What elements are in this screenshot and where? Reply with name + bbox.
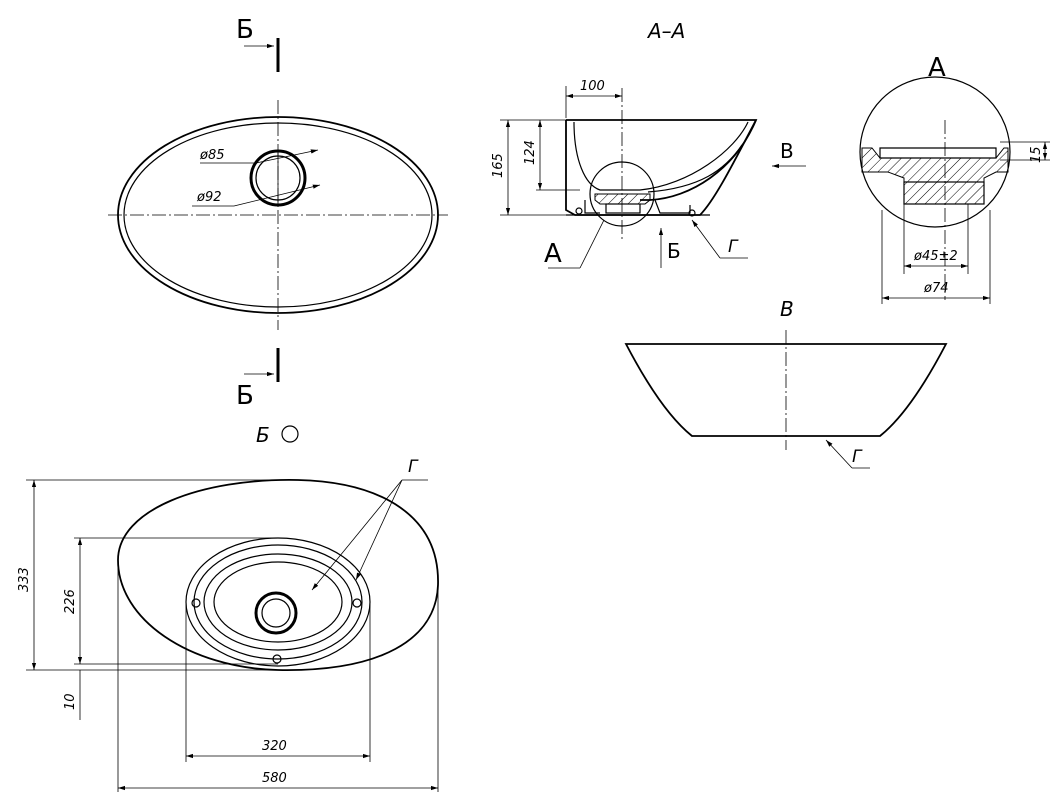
dim-124: 124 (523, 140, 538, 165)
dim-d74: ø74 (923, 281, 949, 296)
detail-a-title: А (928, 53, 946, 83)
dim-320: 320 (262, 739, 287, 754)
dim-165: 165 (491, 153, 506, 178)
detail-a-callout: А (544, 239, 562, 269)
view-b: Б Г 333 226 10 320 580 (17, 423, 439, 792)
dim-d92: ø92 (196, 190, 222, 205)
section-b-top-label: Б (236, 15, 254, 45)
leader-g-3: Г (852, 447, 863, 467)
view-b-title: Б (256, 423, 270, 447)
section-aa: А–А 100 165 124 А Б (491, 19, 806, 269)
view-v-title: В (780, 297, 794, 321)
dim-15: 15 (1029, 146, 1044, 163)
view-v-arrow: В (780, 139, 794, 163)
leader-g-1: Г (728, 237, 739, 257)
dim-580: 580 (262, 771, 287, 786)
detail-a: А 15 ø45±2 ø74 (859, 53, 1050, 304)
view-b-arrow: Б (667, 239, 681, 263)
dim-100: 100 (580, 79, 605, 94)
leader-g-2: Г (408, 457, 419, 477)
section-b-bottom-label: Б (236, 381, 254, 411)
dim-d85: ø85 (199, 148, 225, 163)
top-view: ø85 ø92 Б Б (108, 15, 448, 411)
view-v: В Г (624, 297, 948, 469)
dim-226: 226 (63, 589, 78, 614)
dim-d45: ø45±2 (913, 249, 958, 264)
section-aa-title: А–А (646, 19, 685, 43)
dim-10: 10 (63, 693, 78, 710)
dim-333: 333 (17, 567, 32, 592)
